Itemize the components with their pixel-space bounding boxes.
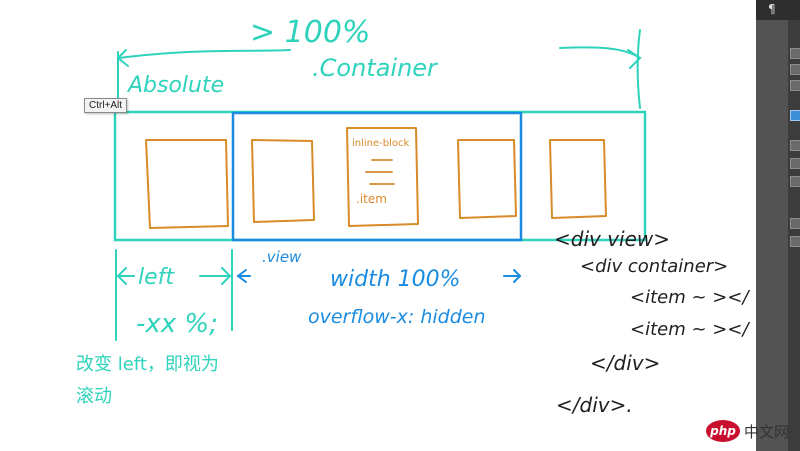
code-line-4: <item ~ ></ (630, 319, 750, 340)
code-line-3: <item ~ ></ (630, 287, 750, 308)
tool-icon-8[interactable] (790, 236, 800, 247)
overflow-label: overflow-x: hidden (308, 306, 486, 328)
width-100-label: > 100% (250, 15, 370, 50)
tool-icon-2[interactable] (790, 64, 800, 75)
view-box (231, 111, 523, 242)
panel-header[interactable]: ¶ (756, 0, 800, 20)
absolute-label: Absolute (126, 73, 224, 98)
tool-icon-4[interactable] (790, 140, 800, 151)
view-label: .view (262, 248, 302, 266)
code-line-6: </div>. (556, 393, 633, 417)
item-box-4 (457, 139, 517, 219)
item-label: .item (356, 192, 387, 206)
item-box-5 (549, 139, 607, 219)
watermark-text: 中文网 (744, 423, 790, 441)
diagram-canvas: inline-block .item > 100% Absolute .Cont… (76, 15, 750, 417)
item-box-2 (251, 139, 315, 223)
shortcut-tooltip: Ctrl+Alt (84, 98, 128, 113)
view-width-arrow (236, 269, 522, 283)
left-label: left (138, 265, 175, 290)
paragraph-icon[interactable]: ¶ (768, 2, 776, 16)
code-line-5: </div> (590, 351, 660, 375)
tool-icon-5[interactable] (790, 158, 800, 169)
code-line-1: <div view> (554, 227, 670, 251)
container-box (113, 110, 647, 242)
tool-icon-selected[interactable] (790, 110, 800, 121)
item-box-3 (346, 127, 419, 227)
code-line-2: <div container> (580, 256, 728, 277)
side-panel: ¶ (756, 0, 800, 451)
tool-icon-6[interactable] (790, 176, 800, 187)
width-label: width 100% (330, 267, 461, 292)
tool-icon-7[interactable] (790, 218, 800, 229)
tool-icon-1[interactable] (790, 48, 800, 59)
note-line-1: 改变 left，即视为 (76, 354, 219, 375)
tool-icon-3[interactable] (790, 80, 800, 91)
container-width-arrow (116, 29, 642, 109)
inline-block-label: inline-block (352, 138, 410, 149)
note-line-2: 滚动 (76, 386, 112, 407)
left-value-label: -xx %; (136, 309, 218, 339)
tool-strip (788, 20, 800, 451)
left-offset-arrow (115, 249, 233, 341)
container-label: .Container (312, 54, 439, 82)
php-logo-icon: php (706, 420, 740, 442)
item-box-1 (145, 139, 229, 229)
